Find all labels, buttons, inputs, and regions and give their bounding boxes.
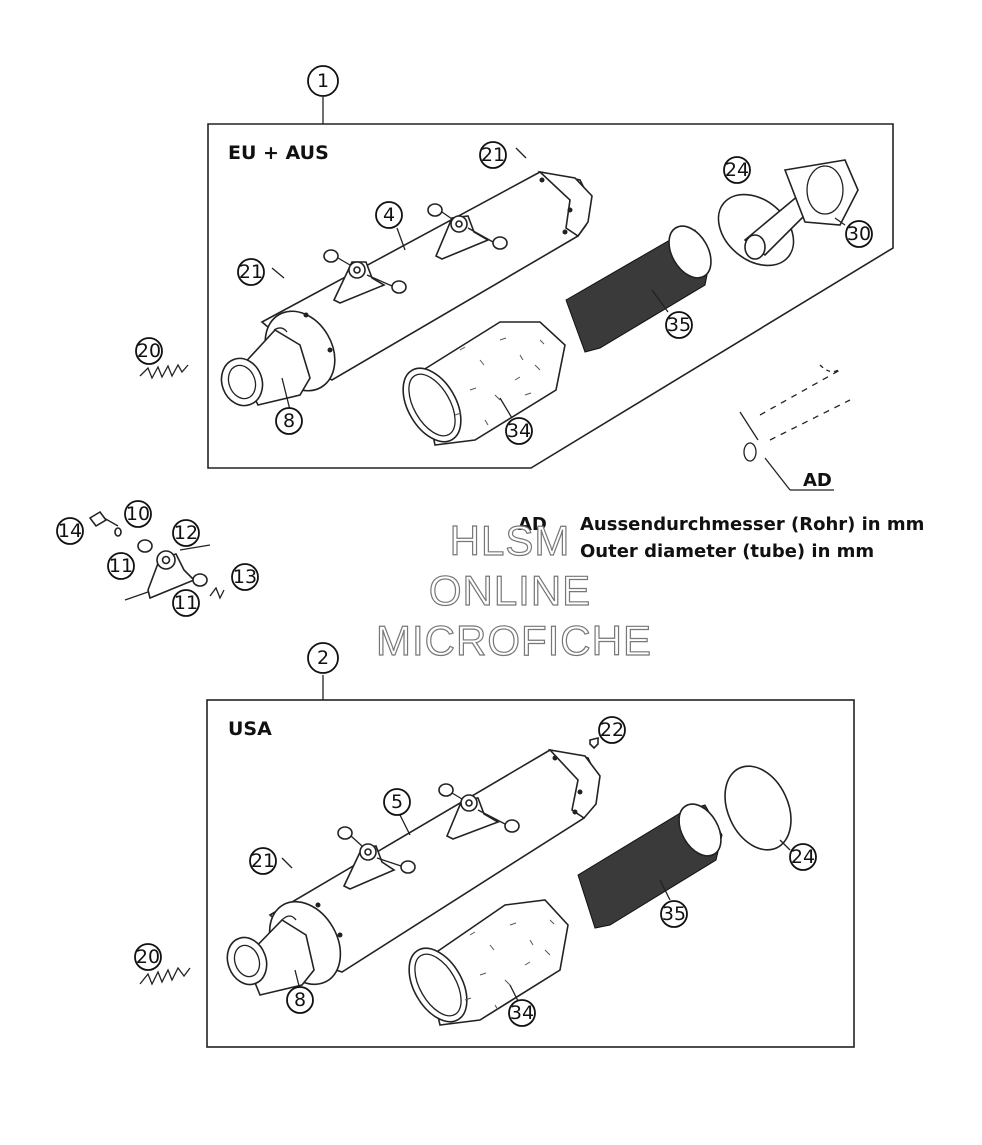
section-usa-frame	[206, 699, 855, 1048]
dimension-label-ad: AD	[803, 470, 832, 491]
svg-text:24: 24	[725, 159, 749, 181]
callout-35b: 35	[660, 900, 688, 928]
outer-diameter-detail: AD	[739, 364, 851, 491]
arrow-21-usa	[281, 857, 293, 869]
section-number-1: 1	[307, 65, 339, 97]
callout-10: 10	[124, 500, 152, 528]
section-number-2: 2	[307, 642, 339, 674]
section-usa-title: USA	[228, 718, 272, 740]
callout-11b: 11	[172, 589, 200, 617]
callout-21c: 21	[249, 847, 277, 875]
svg-text:21: 21	[481, 144, 505, 166]
callout-4: 4	[375, 201, 403, 229]
end-pipe-30	[743, 159, 859, 260]
gasket-24-usa	[724, 765, 792, 851]
muffler-body-usa	[226, 748, 601, 996]
svg-text:14: 14	[58, 520, 82, 542]
svg-text:11: 11	[174, 592, 198, 614]
spring-20-eu	[139, 363, 189, 380]
svg-text:8: 8	[283, 410, 295, 432]
screw-22	[589, 736, 599, 750]
callout-11a: 11	[107, 552, 135, 580]
section-number-1-text: 1	[317, 70, 329, 92]
packing-34-eu	[402, 321, 566, 446]
legend: AD Aussendurchmesser (Rohr) in mm Outer …	[518, 514, 924, 562]
svg-text:22: 22	[600, 719, 624, 741]
svg-text:4: 4	[383, 204, 395, 226]
mount-detail: 10 14 12 11 13 11	[56, 500, 259, 617]
callout-21a: 21	[479, 141, 507, 169]
watermark-line3: MICROFICHE	[376, 617, 652, 664]
muffler-body-eu	[220, 170, 593, 407]
insert-35-usa	[577, 803, 723, 929]
svg-text:24: 24	[791, 846, 815, 868]
callout-13: 13	[231, 563, 259, 591]
svg-text:35: 35	[662, 903, 686, 925]
insert-35-eu	[565, 225, 712, 353]
svg-text:35: 35	[667, 314, 691, 336]
svg-text:20: 20	[137, 340, 161, 362]
svg-text:30: 30	[847, 223, 871, 245]
callout-20a: 20	[135, 337, 163, 365]
svg-text:20: 20	[136, 946, 160, 968]
svg-text:10: 10	[126, 503, 150, 525]
callout-5: 5	[383, 788, 411, 816]
arrow-21-right	[515, 147, 527, 159]
section-usa: 2 USA	[134, 642, 855, 1048]
watermark: HLSM ONLINE MICROFICHE	[375, 516, 652, 664]
callout-12: 12	[172, 519, 200, 547]
svg-text:13: 13	[233, 566, 257, 588]
legend-line1: Aussendurchmesser (Rohr) in mm	[580, 514, 924, 535]
arrow-21-left	[271, 267, 285, 279]
section-eu-aus-title: EU + AUS	[228, 142, 329, 164]
packing-34-usa	[408, 899, 569, 1026]
svg-text:34: 34	[510, 1002, 534, 1024]
callout-21b: 21	[237, 258, 265, 286]
callout-34b: 34	[508, 999, 536, 1027]
section-eu-aus: 1 EU + AUS	[135, 65, 894, 469]
svg-text:12: 12	[174, 522, 198, 544]
callout-8b: 8	[286, 986, 314, 1014]
legend-line2: Outer diameter (tube) in mm	[580, 541, 874, 562]
legend-line1-prefix: AD	[518, 514, 547, 535]
callout-34a: 34	[505, 417, 533, 445]
watermark-line2: ONLINE	[429, 567, 591, 614]
callout-20b: 20	[134, 943, 162, 971]
section-eu-aus-frame	[207, 123, 894, 469]
svg-text:21: 21	[239, 261, 263, 283]
callout-24a: 24	[723, 156, 751, 184]
svg-text:5: 5	[391, 791, 403, 813]
callout-35a: 35	[665, 311, 693, 339]
svg-text:34: 34	[507, 420, 531, 442]
watermark-line1: HLSM	[450, 517, 571, 564]
callout-8a: 8	[275, 407, 303, 435]
svg-text:11: 11	[109, 555, 133, 577]
callout-30: 30	[845, 220, 873, 248]
svg-text:21: 21	[251, 850, 275, 872]
callout-14: 14	[56, 517, 84, 545]
callout-24b: 24	[789, 843, 817, 871]
spring-20-usa	[139, 966, 191, 986]
section-number-2-text: 2	[317, 647, 329, 669]
svg-text:8: 8	[294, 989, 306, 1011]
callout-22: 22	[598, 716, 626, 744]
